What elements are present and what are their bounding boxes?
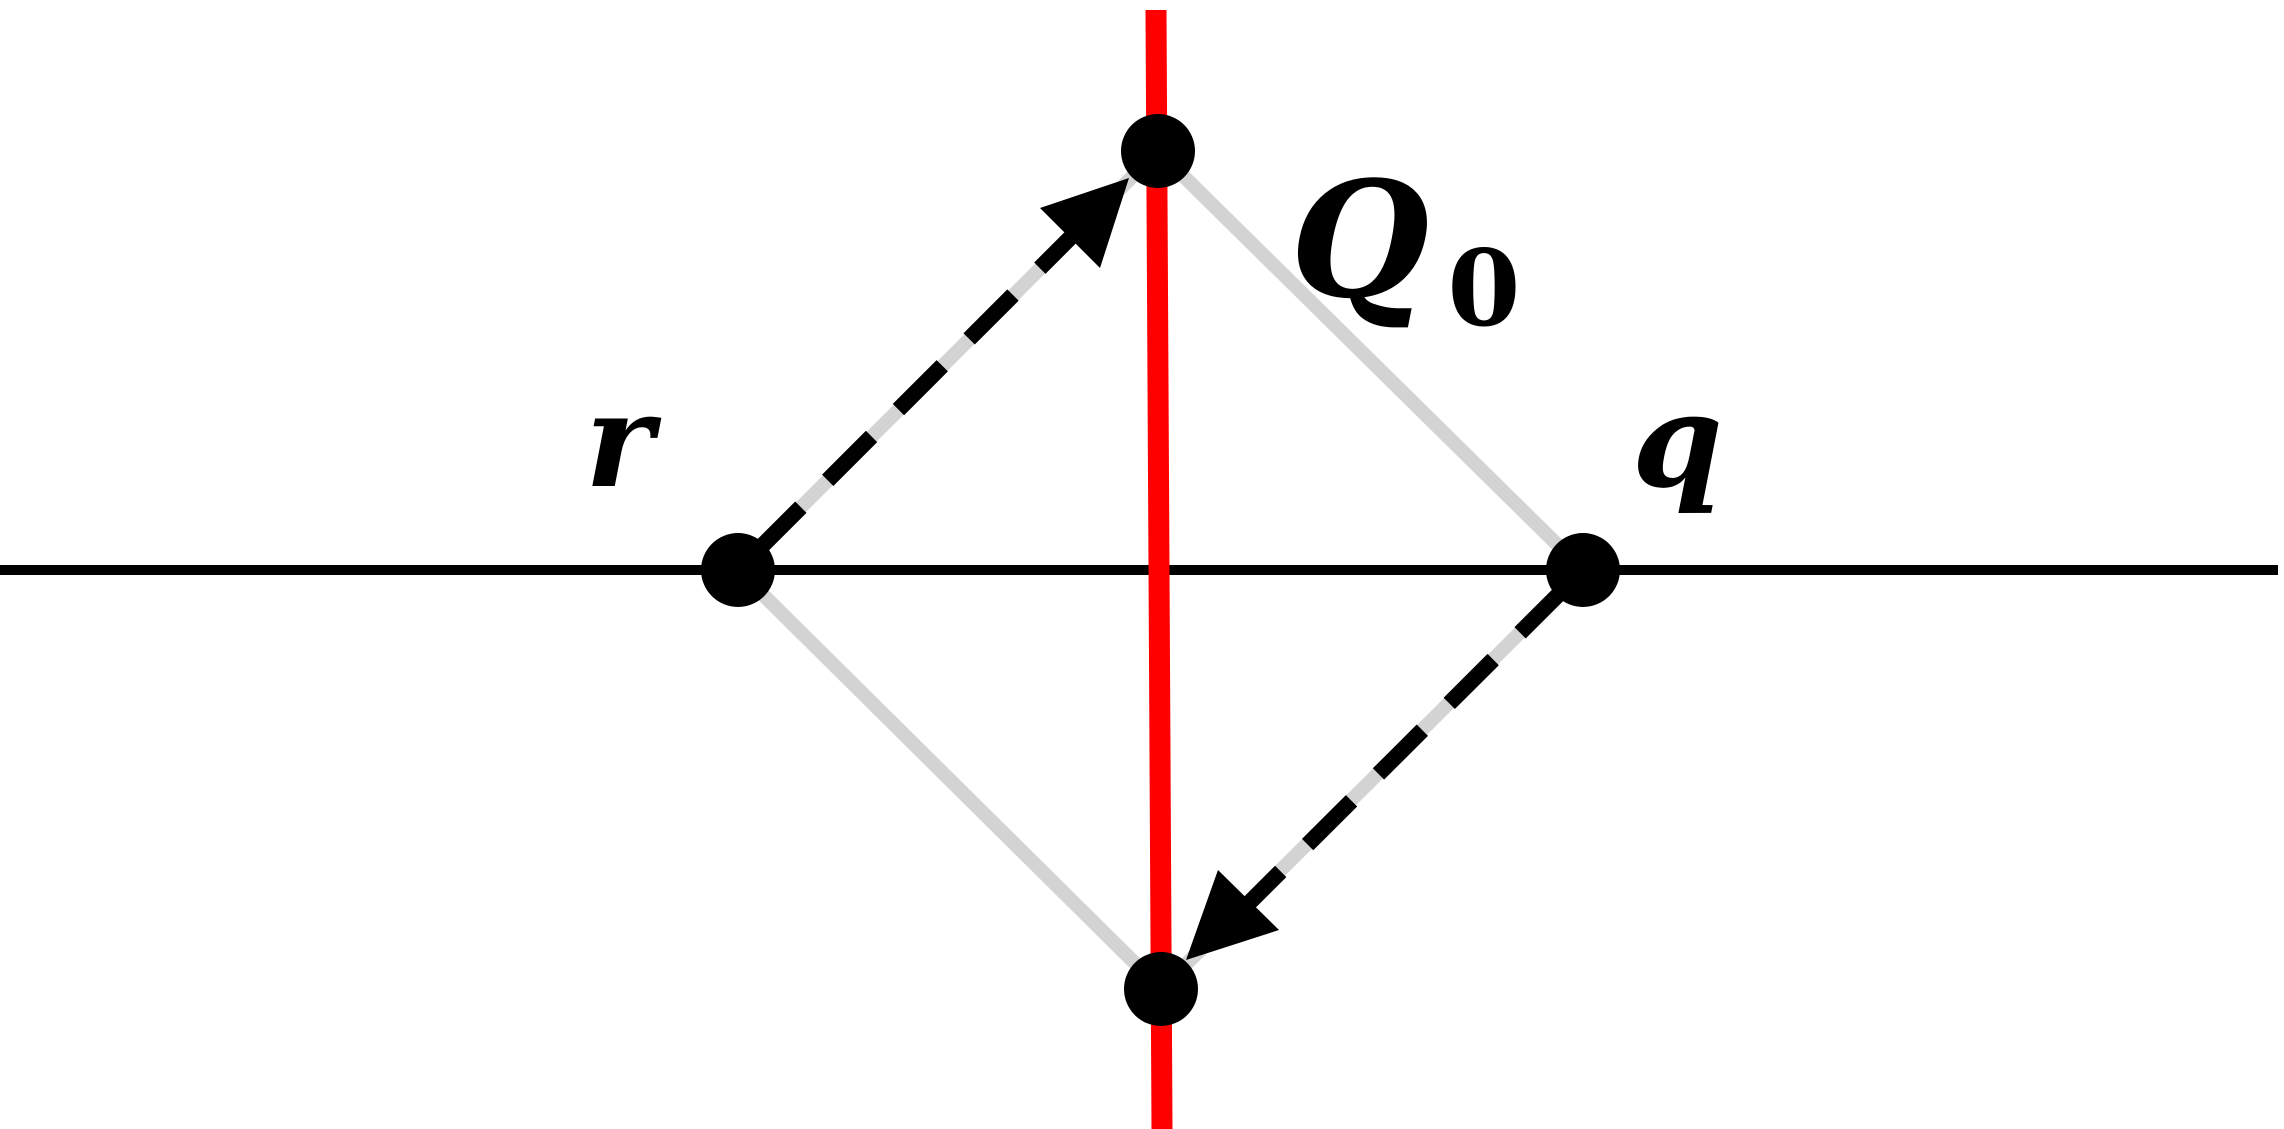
label-Q-subscript: 0 [1447, 226, 1521, 351]
dashed-arrow-r-to-top [751, 178, 1129, 557]
label-r-text: r [585, 364, 654, 517]
node-bottom [1124, 952, 1198, 1026]
nodes [701, 114, 1620, 1026]
red-vertical-line [1145, 9, 1173, 1129]
edge-r-bottom [733, 565, 1166, 994]
label-q: q [1632, 376, 1723, 506]
dashed-shaft-r-top [751, 220, 1088, 557]
edge-top-q [1153, 146, 1588, 575]
arrowhead-top-icon [1040, 178, 1129, 268]
label-Q: Q [1290, 146, 1430, 334]
label-q-text: q [1632, 364, 1723, 517]
node-top [1121, 114, 1195, 188]
label-r: r [585, 376, 654, 506]
node-r [701, 533, 775, 607]
dashed-shaft-q-bottom [1234, 583, 1570, 918]
arrowhead-bottom-icon [1186, 870, 1279, 960]
node-q [1546, 533, 1620, 607]
dashed-arrow-q-to-bottom [1186, 583, 1570, 960]
